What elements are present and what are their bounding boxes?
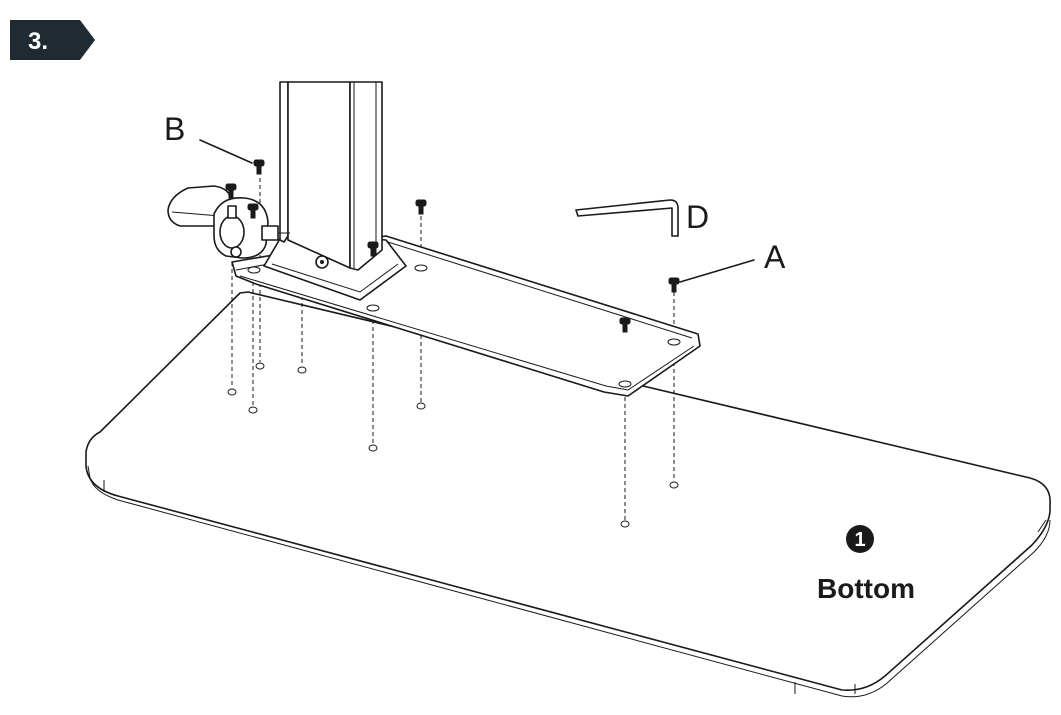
marker-circle xyxy=(846,525,874,553)
bracket-hole xyxy=(414,264,428,272)
allen-key-icon xyxy=(575,199,679,237)
board-hole xyxy=(368,444,378,452)
board-hole xyxy=(255,362,265,370)
board-marker: 1 xyxy=(846,525,874,553)
board-hole xyxy=(248,406,258,414)
step-badge: 3. xyxy=(10,20,95,60)
screw-icon xyxy=(247,203,259,219)
leg-column xyxy=(263,81,407,301)
board-hole xyxy=(227,388,237,396)
screw-icon xyxy=(668,277,680,293)
bracket-hole xyxy=(247,266,261,274)
bracket-hole xyxy=(618,380,632,388)
board-hole xyxy=(620,520,630,528)
bracket-hole xyxy=(667,338,681,346)
desk-top-board xyxy=(85,291,1051,698)
board-hole xyxy=(416,402,426,410)
marker-number: 1 xyxy=(854,529,865,551)
step-badge-shape xyxy=(10,20,95,60)
callout-leaders xyxy=(199,139,755,283)
screw-icon xyxy=(619,317,631,333)
callout-label-a: A xyxy=(764,239,786,275)
board-hole xyxy=(297,366,307,374)
bracket-hole xyxy=(366,304,380,312)
screw-icon xyxy=(367,241,379,257)
screw-icon xyxy=(415,199,427,215)
screw-icon xyxy=(253,159,265,175)
screw-icon xyxy=(225,183,237,199)
callout-label-d: D xyxy=(686,199,709,235)
step-number: 3. xyxy=(28,28,48,55)
board-hole xyxy=(669,481,679,489)
screws xyxy=(225,159,680,333)
board-side-label: Bottom xyxy=(817,573,915,604)
callout-label-b: B xyxy=(164,111,185,147)
